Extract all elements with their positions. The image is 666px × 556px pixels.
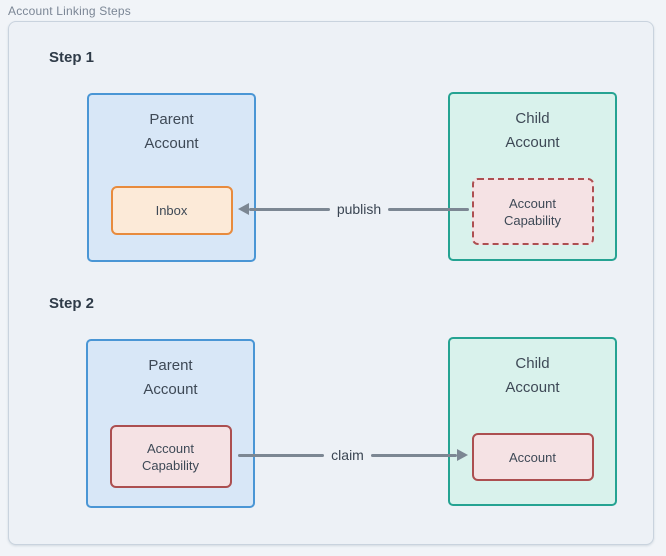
step2-account-label: Account	[509, 449, 556, 465]
step2-account-capability-label: Account Capability	[141, 440, 200, 473]
step2-child-account-title: Child Account	[505, 355, 560, 396]
step1-account-capability-label: Account Capability	[503, 195, 562, 228]
step2-account-box: Account	[471, 433, 594, 481]
step1-account-capability-box: Account Capability	[471, 178, 594, 245]
arrow-right-icon	[457, 449, 469, 461]
diagram-panel: Step 1 Parent Account Inbox Child Accoun…	[8, 21, 654, 545]
diagram-title: Account Linking Steps	[8, 4, 131, 18]
step1-publish-arrow: publish	[238, 201, 469, 217]
step1-parent-account-box: Parent Account Inbox	[87, 93, 256, 262]
step1-publish-arrow-label: publish	[336, 201, 382, 217]
step2-parent-account-title: Parent Account	[143, 357, 198, 398]
step-1-label: Step 1	[49, 49, 95, 66]
arrow-left-icon	[238, 203, 249, 215]
step2-claim-arrow-label: claim	[331, 447, 364, 463]
step1-child-account-box: Child Account Account Capability	[448, 92, 617, 261]
step-2-label: Step 2	[49, 295, 95, 312]
step1-inbox-label: Inbox	[155, 203, 188, 218]
step1-child-account-title: Child Account	[505, 110, 560, 151]
step2-child-account-box: Child Account Account	[448, 337, 617, 506]
step2-account-capability-box: Account Capability	[109, 425, 232, 488]
step2-claim-arrow: claim	[238, 447, 469, 463]
step2-parent-account-box: Parent Account Account Capability	[86, 339, 255, 508]
step1-parent-account-title: Parent Account	[144, 111, 199, 152]
step1-inbox-box: Inbox	[110, 186, 233, 235]
